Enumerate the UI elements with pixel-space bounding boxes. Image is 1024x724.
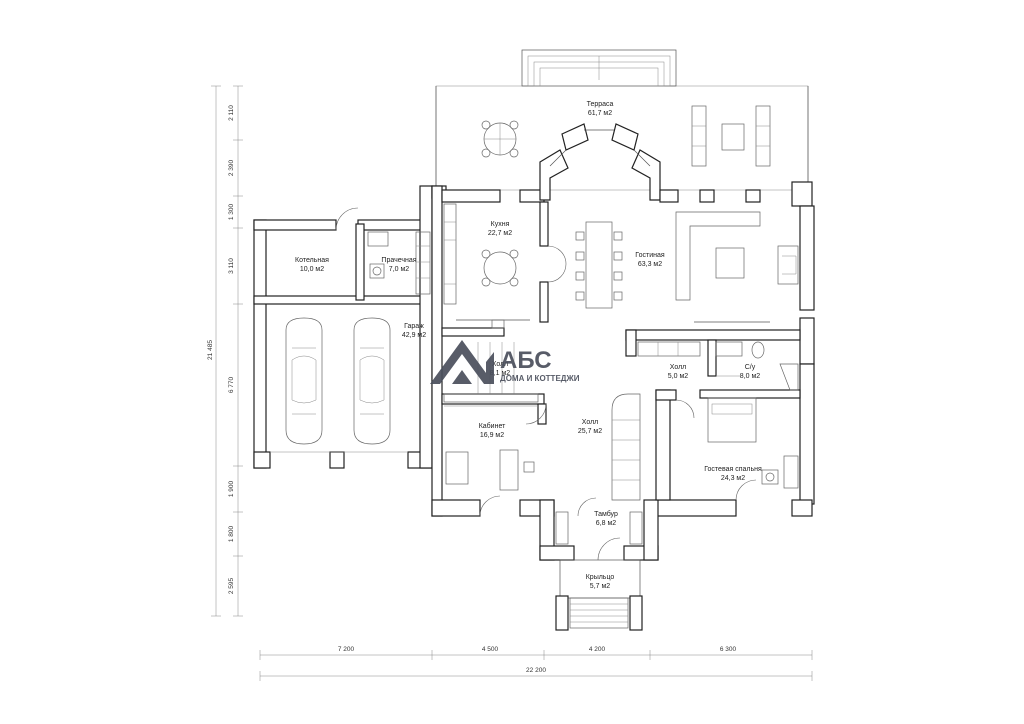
dim-left-2: 2 390	[228, 159, 235, 176]
room-name-laundry: Прачечная	[381, 257, 416, 264]
terrace-round-table	[481, 120, 519, 158]
room-area-boiler: 10,0 м2	[300, 266, 324, 273]
dim-bottom-1: 7 200	[338, 646, 355, 653]
room-name-garage: Гараж	[404, 323, 424, 330]
room-area-guest: 24,3 м2	[721, 475, 745, 482]
room-area-office: 16,9 м2	[480, 432, 504, 439]
room-area-vestibule: 6,8 м2	[596, 520, 616, 527]
room-area-hall-right: 5,0 м2	[668, 373, 688, 380]
laundry: Прачечная 7,0 м2	[367, 231, 431, 295]
dim-left-4: 3 110	[228, 258, 235, 274]
room-name-vestibule: Тамбур	[594, 510, 618, 518]
right-hall: Холл 5,0 м2	[637, 341, 701, 419]
terrace: Терраса 61,7 м2	[435, 49, 809, 191]
dim-bottom-3: 4 200	[589, 646, 606, 653]
dim-left-total: 21 485	[207, 340, 214, 360]
room-name-guest: Гостевая спальня	[704, 466, 762, 473]
room-area-living: 63,3 м2	[638, 261, 662, 268]
dimension-bottom: 7 200 4 500 4 200 6 300 22 200	[259, 646, 813, 681]
living-room: Гостиная 63,3 м2	[575, 211, 799, 323]
room-area-wc: 8,0 м2	[740, 373, 760, 380]
room-area-garage: 42,9 м2	[402, 332, 426, 339]
terrace-steps	[521, 49, 677, 87]
dim-left-6: 1 900	[228, 480, 235, 497]
dimension-left: 2 110 2 390 1 300 3 110 6 770 1 900 1 80…	[207, 85, 243, 617]
dim-bottom-2: 4 500	[482, 646, 499, 653]
guest-bedroom: Гостевая спальня 24,3 м2	[704, 397, 799, 501]
house-logo-icon	[430, 340, 494, 384]
porch: Крыльцо 5,7 м2	[555, 559, 643, 631]
room-area-laundry: 7,0 м2	[389, 266, 409, 273]
dim-left-7: 1 800	[228, 525, 235, 542]
room-area-porch: 5,7 м2	[590, 583, 610, 590]
dim-left-8: 2 595	[228, 577, 235, 594]
office: Кабинет 16,9 м2	[444, 405, 538, 517]
room-area-terrace: 61,7 м2	[588, 110, 612, 117]
garage: Гараж 42,9 м2	[270, 317, 426, 453]
room-name-kitchen: Кухня	[491, 221, 510, 228]
room-area-hall-main: 25,7 м2	[578, 428, 602, 435]
room-name-hall-right: Холл	[670, 364, 687, 371]
wc: С/у 8,0 м2	[715, 341, 799, 391]
terrace-lounge-set	[691, 105, 771, 167]
car-right	[353, 317, 391, 445]
room-name-boiler: Котельная	[295, 257, 329, 264]
room-name-office: Кабинет	[479, 422, 506, 430]
dim-left-5: 6 770	[228, 376, 235, 393]
dim-bottom-total: 22 200	[526, 667, 546, 674]
dim-left-3: 1 300	[228, 203, 235, 220]
boiler-room: Котельная 10,0 м2	[295, 207, 359, 273]
car-left	[285, 317, 323, 445]
vestibule: Тамбур 6,8 м2	[555, 497, 643, 561]
logo-tagline: ДОМА И КОТТЕДЖИ	[500, 374, 580, 383]
kitchen: Кухня 22,7 м2	[443, 203, 567, 329]
room-area-kitchen: 22,7 м2	[488, 230, 512, 237]
room-name-terrace: Терраса	[587, 101, 614, 108]
dim-left-1: 2 110	[228, 105, 235, 121]
room-name-hall-main: Холл	[582, 419, 599, 426]
room-area-hall-small: 8,1 м2	[490, 370, 510, 377]
interior-walls	[441, 201, 801, 501]
room-name-hall-small: Холл	[492, 361, 509, 368]
room-name-wc: С/у	[745, 364, 756, 371]
room-name-living: Гостиная	[635, 252, 665, 259]
brand-logo: АБС ДОМА И КОТТЕДЖИ	[430, 340, 580, 384]
room-name-porch: Крыльцо	[586, 574, 615, 581]
exterior-walls	[253, 123, 815, 561]
main-hall: Холл 25,7 м2	[525, 393, 641, 501]
dim-bottom-4: 6 300	[720, 646, 737, 653]
logo-brand: АБС	[500, 347, 552, 374]
